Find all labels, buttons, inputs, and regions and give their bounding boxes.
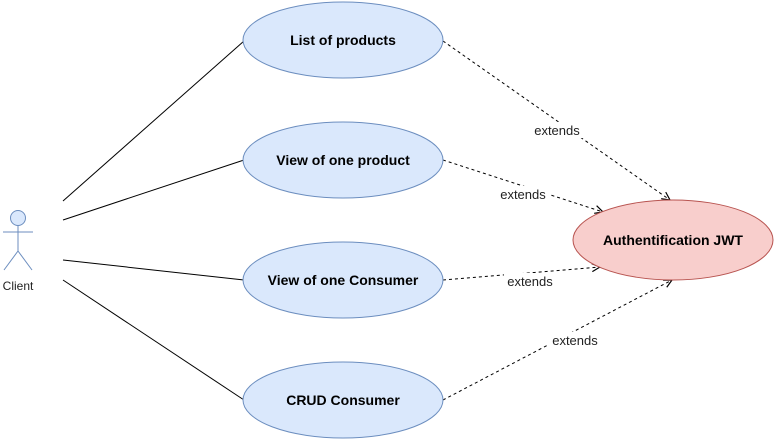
use-case-label: View of one product [276, 152, 410, 168]
extends-label-4: extends [549, 332, 601, 348]
use-case-crud-consumer[interactable]: CRUD Consumer [242, 361, 444, 439]
actor-label: Client [3, 279, 34, 293]
use-case-label: List of products [290, 32, 396, 48]
use-case-label: Authentification JWT [603, 232, 743, 248]
actor-client[interactable]: Client [3, 210, 34, 294]
use-case-list-products[interactable]: List of products [242, 1, 444, 79]
extends-label-1: extends [531, 122, 583, 138]
extends-label-2: extends [497, 186, 549, 202]
use-case-view-consumer[interactable]: View of one Consumer [242, 241, 444, 319]
use-case-label: View of one Consumer [268, 272, 419, 288]
association-line-crud-consumer [62, 279, 245, 401]
extends-arrow-4 [442, 280, 672, 401]
extends-label-text: extends [500, 187, 546, 202]
use-case-view-product[interactable]: View of one product [242, 121, 444, 199]
extends-label-text: extends [534, 123, 580, 138]
extends-label-text: extends [552, 333, 598, 348]
association-line-list-products [62, 40, 245, 202]
use-case-label: CRUD Consumer [286, 392, 400, 408]
extends-label-3: extends [504, 273, 556, 289]
use-case-authentification-jwt[interactable]: Authentification JWT [572, 199, 774, 281]
stick-figure-icon [3, 210, 33, 271]
association-line-view-consumer [62, 259, 245, 281]
extends-arrow-1 [442, 40, 670, 200]
extends-label-text: extends [507, 274, 553, 289]
association-line-view-product [62, 159, 245, 221]
